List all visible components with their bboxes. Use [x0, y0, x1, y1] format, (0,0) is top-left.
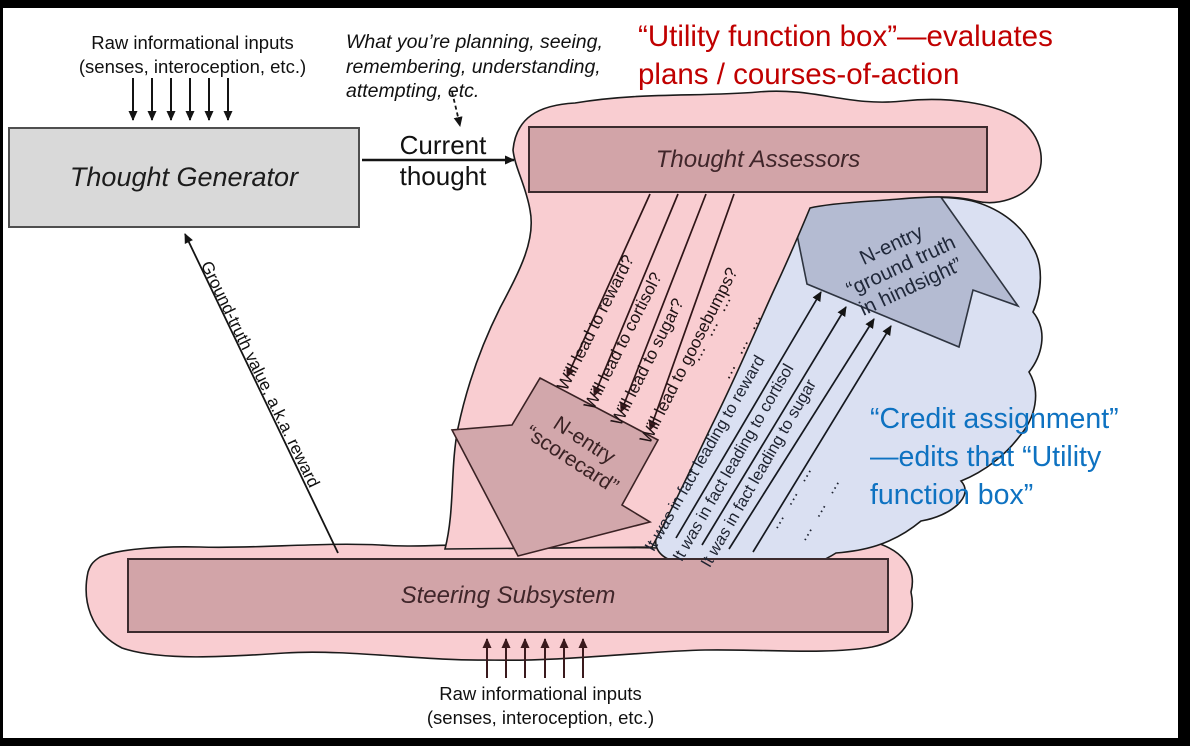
- raw-inputs-bottom-label: Raw informational inputs (senses, intero…: [426, 683, 655, 728]
- thought-assessors-label: Thought Assessors: [655, 145, 861, 173]
- input-arrows-bottom: [482, 638, 588, 678]
- frame-border: [0, 0, 3, 746]
- current-thought-label: Current thought: [399, 130, 487, 191]
- scorecard-block-arrow: [450, 376, 660, 557]
- thought-generator-label: Thought Generator: [69, 162, 299, 192]
- steering-subsystem-box: Steering Subsystem: [127, 558, 889, 633]
- credit-assignment-heading: “Credit assignment” —edits that “Utility…: [870, 403, 1119, 511]
- input-arrows-top: [128, 78, 233, 121]
- thought-assessors-box: Thought Assessors: [528, 126, 988, 193]
- frame-border: [0, 738, 1190, 746]
- frame-border: [0, 0, 1190, 8]
- note-dashed-arrow: [451, 91, 463, 127]
- frame-border: [1178, 0, 1190, 746]
- ground-truth-value-arrow: [184, 233, 339, 554]
- raw-inputs-top-label: Raw informational inputs (senses, intero…: [78, 32, 307, 77]
- steering-subsystem-label: Steering Subsystem: [400, 581, 616, 609]
- utility-function-heading: “Utility function box”—evaluates plans /…: [638, 20, 1053, 91]
- thought-note: What you’re planning, seeing, rememberin…: [346, 31, 603, 102]
- assessor-query-arrows: [566, 193, 735, 431]
- hindsight-report-arrows: [675, 291, 892, 553]
- thought-generator-box: Thought Generator: [8, 127, 360, 228]
